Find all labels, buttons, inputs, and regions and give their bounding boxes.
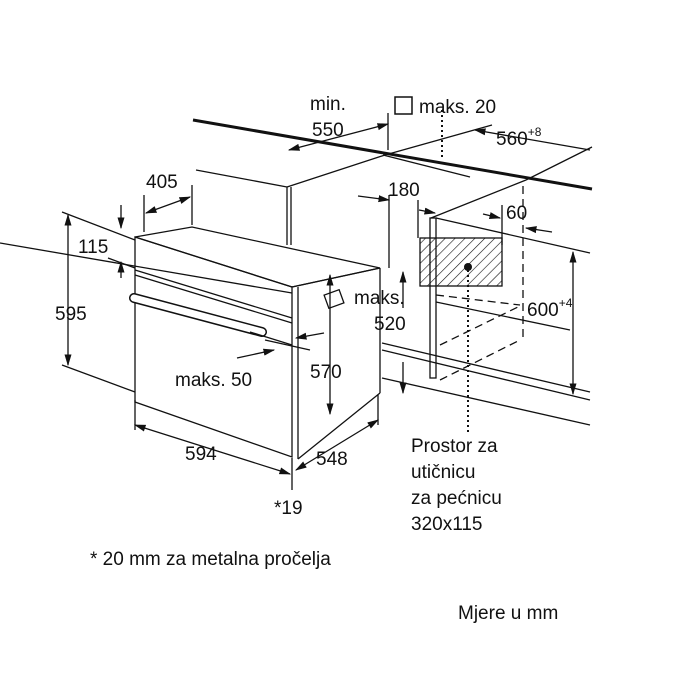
label-maks: maks. xyxy=(354,288,405,309)
svg-text:za pećnicu: za pećnicu xyxy=(411,488,502,509)
label-600: 600+4 xyxy=(527,296,573,321)
label-min: min. xyxy=(310,94,346,115)
label-star19: *19 xyxy=(274,498,303,519)
label-594: 594 xyxy=(185,444,217,465)
cabinet-outline xyxy=(195,169,591,426)
svg-text:320x115: 320x115 xyxy=(411,514,483,535)
label-60: 60 xyxy=(506,203,527,224)
label-maks-50: maks. 50 xyxy=(175,370,252,391)
socket-point xyxy=(464,263,472,271)
label-maks-20: maks. 20 xyxy=(419,97,496,118)
socket-area xyxy=(419,237,503,287)
label-405: 405 xyxy=(146,172,178,193)
oven xyxy=(0,226,381,460)
label-550: 550 xyxy=(312,120,344,141)
label-560: 560+8 xyxy=(496,125,542,150)
footnote: * 20 mm za metalna pročelja xyxy=(90,549,331,570)
label-520: 520 xyxy=(374,314,406,335)
socket-note: Prostor za utičnicu za pećnicu 320x115 xyxy=(411,436,502,535)
label-115: 115 xyxy=(78,237,108,258)
dimension-lines xyxy=(61,113,591,490)
label-180: 180 xyxy=(388,180,420,201)
units-note: Mjere u mm xyxy=(458,603,558,624)
oven-handle xyxy=(129,293,267,337)
svg-text:utičnicu: utičnicu xyxy=(411,462,475,483)
label-570: 570 xyxy=(310,362,342,383)
label-595: 595 xyxy=(55,304,87,325)
label-548: 548 xyxy=(316,449,348,470)
worktop xyxy=(192,118,593,191)
svg-text:Prostor za: Prostor za xyxy=(411,436,498,457)
square-icon xyxy=(394,96,413,115)
